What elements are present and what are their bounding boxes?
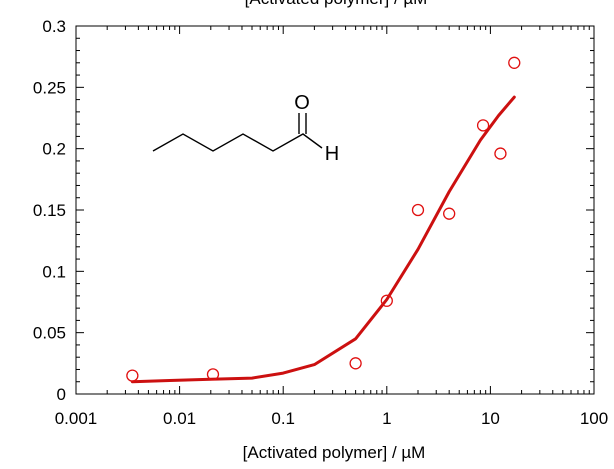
y-tick-label: 0.05 <box>33 324 66 343</box>
data-point <box>443 207 456 220</box>
hexanal-chain <box>152 133 323 152</box>
y-tick-label: 0.25 <box>33 78 66 97</box>
data-point <box>349 357 362 370</box>
x-tick-label: 10 <box>481 409 500 428</box>
data-point <box>476 119 490 132</box>
plot-area: 0.001 0.01 0.1 1 10 100 0 0.05 0.1 0.15 0.2 0.25 0.3 <box>33 17 608 428</box>
y-tick-label: 0 <box>57 385 66 404</box>
data-point <box>206 368 220 381</box>
plot-frame <box>75 25 595 395</box>
oxygen-label: O <box>294 92 310 114</box>
y-tick-label: 0.15 <box>33 201 66 220</box>
data-point <box>508 56 521 69</box>
x-axis-label: [Activated polymer] / µM <box>243 443 426 462</box>
x-tick-label: 100 <box>580 409 608 428</box>
data-point <box>494 147 507 160</box>
x-tick-label: 0.1 <box>271 409 295 428</box>
y-tick-label: 0.1 <box>42 262 66 281</box>
x-tick-label: 1 <box>382 409 391 428</box>
fit-curve <box>130 95 516 384</box>
data-point <box>411 203 425 217</box>
y-tick-label: 0.3 <box>42 17 66 36</box>
data-point <box>126 369 139 382</box>
y-tick-label: 0.2 <box>42 140 66 159</box>
data-point <box>380 294 393 307</box>
chemical-structure-hexanal: O H <box>152 92 339 165</box>
x-tick-label: 0.01 <box>163 409 196 428</box>
x-tick-label: 0.001 <box>55 409 98 428</box>
hydrogen-label: H <box>325 143 339 165</box>
top-caption: [Activated polymer] / µM <box>245 0 428 8</box>
